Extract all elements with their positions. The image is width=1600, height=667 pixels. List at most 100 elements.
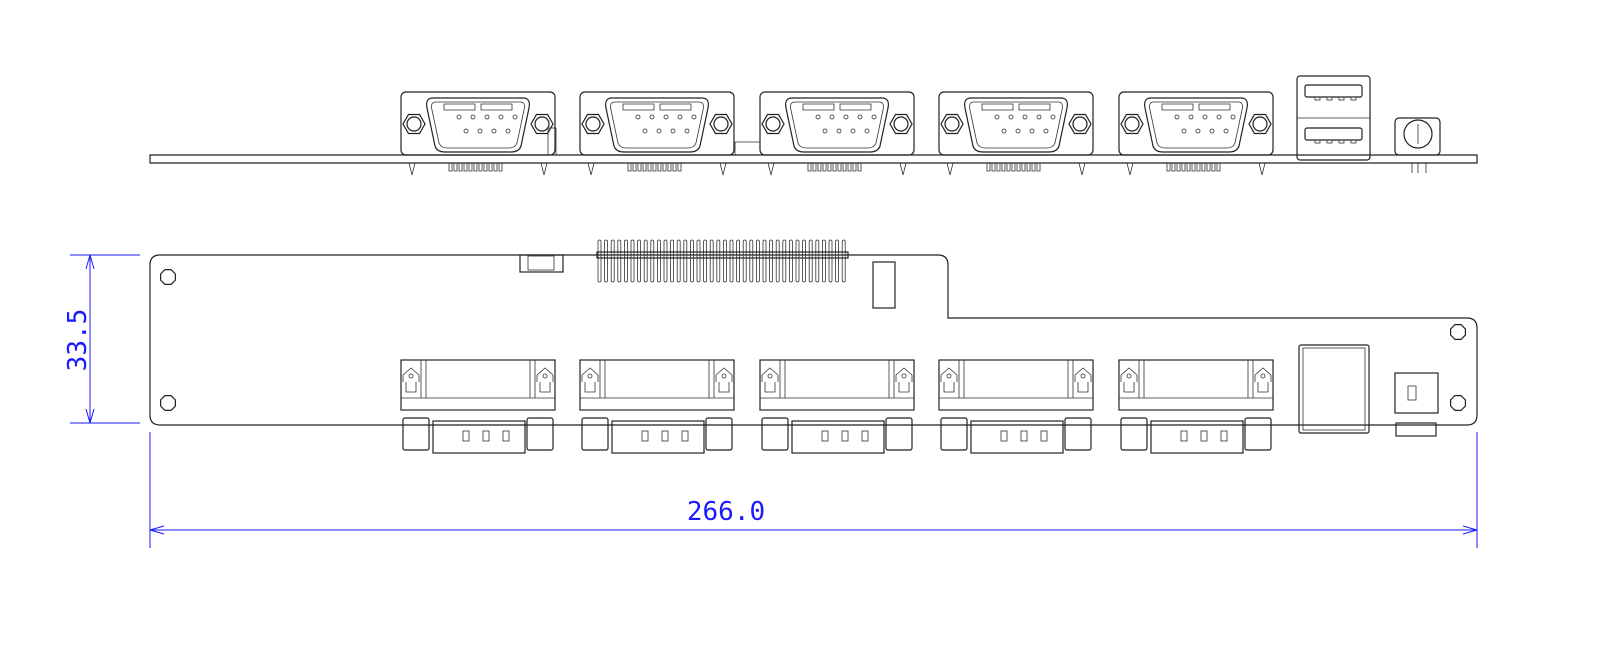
db9-pin-slot bbox=[1000, 430, 1008, 442]
db9-pin bbox=[691, 114, 697, 120]
wafer-connector-body bbox=[527, 255, 555, 271]
pin-header-top bbox=[596, 239, 849, 283]
solder-pins bbox=[448, 163, 503, 172]
header-pin bbox=[716, 239, 721, 283]
solder-pins bbox=[627, 163, 682, 172]
header-pin bbox=[841, 239, 846, 283]
button-pins bbox=[1411, 124, 1427, 173]
db9-pin bbox=[635, 114, 641, 120]
header-pin bbox=[815, 239, 820, 283]
db9-shell-inner bbox=[969, 101, 1063, 149]
header-pin bbox=[769, 239, 773, 283]
header-pin bbox=[828, 239, 833, 283]
header-pin bbox=[749, 239, 754, 283]
db9-pin bbox=[829, 114, 835, 120]
db9-shell bbox=[426, 97, 530, 153]
header-pin bbox=[650, 239, 655, 283]
hex-standoff-icon bbox=[761, 113, 785, 135]
jack-screw bbox=[581, 417, 609, 451]
lock-hole bbox=[1126, 373, 1132, 379]
jack-screw bbox=[885, 417, 913, 451]
standoff-hole bbox=[944, 116, 960, 132]
db9-pin bbox=[512, 114, 518, 120]
header-pin bbox=[822, 239, 826, 283]
db9-pin bbox=[1230, 114, 1236, 120]
db9-pin bbox=[1043, 128, 1049, 134]
dimensions: 33.5 266.0 bbox=[63, 254, 1478, 548]
db9-plug-shell bbox=[970, 420, 1064, 454]
jack-screw bbox=[1120, 417, 1148, 451]
header-pin bbox=[624, 239, 628, 283]
header-pin bbox=[670, 239, 674, 283]
db9-connector-front bbox=[1118, 91, 1274, 176]
db9-pin-slot bbox=[1220, 430, 1228, 442]
db9-pin bbox=[677, 114, 683, 120]
side-small-connector bbox=[547, 127, 557, 156]
db9-body bbox=[1118, 359, 1274, 411]
header-pin bbox=[703, 239, 707, 283]
db9-flange bbox=[938, 91, 1094, 156]
jack-screw bbox=[761, 417, 789, 451]
db9-plug-shell bbox=[1150, 420, 1244, 454]
header-pin bbox=[637, 239, 641, 283]
db9-pin bbox=[1022, 114, 1028, 120]
db9-shell-inner bbox=[1149, 101, 1243, 149]
mount-legs bbox=[587, 162, 727, 176]
usb-contact bbox=[1338, 96, 1345, 101]
db9-flange bbox=[579, 91, 735, 156]
mount-legs bbox=[767, 162, 907, 176]
side-header bbox=[734, 141, 760, 155]
db9-pin bbox=[663, 114, 669, 120]
solder-pins bbox=[986, 163, 1041, 172]
usb-contact bbox=[1338, 139, 1345, 144]
db9-pin bbox=[836, 128, 842, 134]
hex-standoff-icon bbox=[1248, 113, 1272, 135]
side-view bbox=[149, 75, 1478, 176]
db9-pin bbox=[1209, 128, 1215, 134]
db9-key-slots bbox=[622, 103, 692, 111]
header-pin bbox=[736, 239, 740, 283]
width-extension-lines bbox=[149, 432, 1478, 548]
header-pin bbox=[683, 239, 688, 283]
db9-pin bbox=[456, 114, 462, 120]
header-pin bbox=[630, 239, 635, 283]
width-dimension-label: 266.0 bbox=[687, 497, 765, 527]
jack-screw bbox=[940, 417, 968, 451]
hex-standoff-icon bbox=[1068, 113, 1092, 135]
db9-shell bbox=[1144, 97, 1248, 153]
hex-standoff-icon bbox=[402, 113, 426, 135]
db9-pin-slot bbox=[502, 430, 510, 442]
mounting-hole bbox=[1450, 395, 1466, 411]
header-pin bbox=[762, 239, 767, 283]
db9-pin bbox=[470, 114, 476, 120]
db9-pin-slot bbox=[462, 430, 470, 442]
db9-pin bbox=[477, 128, 483, 134]
db9-pin-slot bbox=[681, 430, 689, 442]
db9-connector-top bbox=[1118, 359, 1274, 454]
mounting-hole bbox=[160, 269, 176, 285]
db9-pin bbox=[843, 114, 849, 120]
db9-pin bbox=[484, 114, 490, 120]
usb-port-icon bbox=[1304, 84, 1363, 98]
hex-standoff-icon bbox=[1120, 113, 1144, 135]
db9-pin bbox=[656, 128, 662, 134]
jack-screw bbox=[526, 417, 554, 451]
db9-connector-top bbox=[938, 359, 1094, 454]
db9-pin-slot bbox=[1040, 430, 1048, 442]
board-lock-icon bbox=[715, 367, 733, 393]
solder-pins bbox=[1166, 163, 1221, 172]
db9-plug-shell bbox=[791, 420, 885, 454]
top-view bbox=[149, 239, 1478, 454]
board-lock-icon bbox=[581, 367, 599, 393]
db9-shell-inner bbox=[790, 101, 884, 149]
db9-body bbox=[759, 359, 915, 411]
db9-key-slots bbox=[802, 103, 872, 111]
db9-pin bbox=[850, 128, 856, 134]
header-pin bbox=[729, 239, 734, 283]
lock-hole bbox=[587, 373, 593, 379]
db9-plug-shell bbox=[611, 420, 705, 454]
mount-legs bbox=[946, 162, 1086, 176]
db9-pin bbox=[1015, 128, 1021, 134]
usb-port-icon bbox=[1304, 127, 1363, 141]
